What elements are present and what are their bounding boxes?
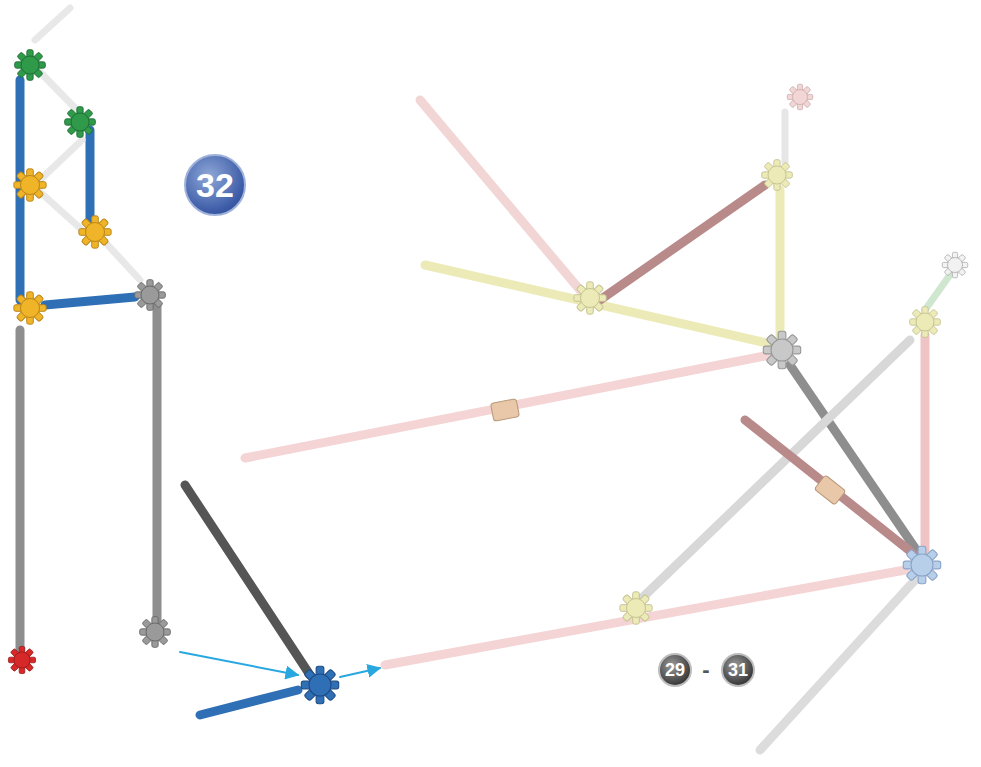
callout-number: 29 (658, 653, 692, 687)
rod (185, 485, 310, 675)
connector (140, 617, 171, 648)
step-number: 32 (184, 154, 246, 216)
connector (79, 216, 111, 248)
connector (762, 160, 793, 191)
rod (745, 420, 915, 555)
rod (640, 340, 910, 600)
rod (16, 330, 25, 650)
rod (245, 355, 770, 458)
rod (776, 190, 785, 340)
placement-arrow (340, 668, 380, 677)
connector (301, 666, 338, 703)
connector (8, 646, 35, 673)
connector (787, 84, 813, 110)
rod (105, 242, 140, 280)
number-text: 31 (728, 661, 748, 679)
built-structure (245, 84, 968, 750)
rod-connector (814, 475, 846, 505)
rod (420, 100, 580, 290)
rod (782, 112, 789, 162)
rod (153, 305, 162, 620)
rod (385, 570, 905, 665)
tower (8, 8, 170, 674)
rod (35, 8, 70, 40)
rod (925, 272, 952, 310)
rod (45, 297, 135, 305)
placement-arrow (180, 652, 298, 675)
connector (574, 282, 606, 314)
new-parts (180, 485, 380, 715)
connector (763, 331, 800, 368)
rod (86, 130, 95, 220)
connector (15, 50, 46, 81)
rod (40, 140, 82, 180)
rod-connector (491, 399, 520, 422)
connector (14, 292, 46, 324)
rod (600, 185, 765, 300)
rod (921, 335, 930, 550)
number-text: 29 (665, 661, 685, 679)
rod (425, 265, 775, 345)
connector (903, 546, 940, 583)
callout-number: 31 (721, 653, 755, 687)
connector (65, 107, 96, 138)
number-text: 32 (196, 168, 234, 202)
rod (200, 690, 298, 715)
connector (942, 252, 968, 278)
rod (760, 580, 915, 750)
connector (14, 169, 46, 201)
rod (40, 72, 75, 108)
callout-separator: - (702, 659, 709, 681)
connector (910, 307, 941, 338)
connector (620, 592, 652, 624)
rod (40, 192, 80, 228)
connector (135, 280, 166, 311)
